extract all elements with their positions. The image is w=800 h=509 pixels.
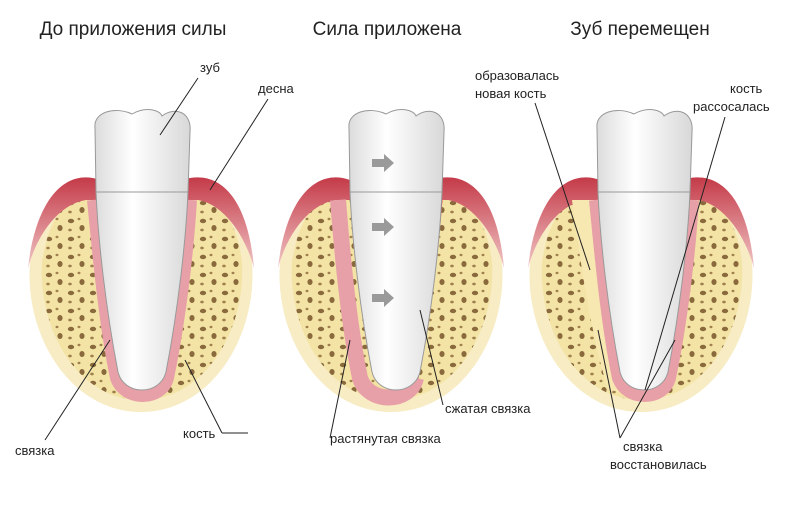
ligament-before [87, 199, 197, 402]
label-gum: десна [258, 81, 294, 96]
label-new-bone-1: образовалась [475, 68, 559, 83]
title-before: До приложения силы [40, 19, 227, 40]
label-tooth: зуб [200, 60, 220, 75]
label-bone: кость [183, 426, 216, 441]
label-resorbed-2: рассосалась [693, 99, 770, 114]
title-moved: Зуб перемещен [570, 19, 709, 40]
label-stretched-ligament: растянутая связка [330, 431, 442, 446]
panel-before: До приложения силы зуб десна связка кост… [15, 19, 294, 458]
panel-moved: Зуб перемещен образовалась новая кость к… [475, 19, 770, 472]
label-restored-2: восстановилась [610, 457, 707, 472]
panel-applied: Сила приложена растянутая связка сжатая … [278, 19, 531, 446]
restored-ligament [589, 199, 699, 402]
title-applied: Сила приложена [313, 19, 462, 40]
label-new-bone-2: новая кость [475, 86, 547, 101]
stretched-ligament [330, 199, 424, 406]
label-compressed-ligament: сжатая связка [445, 401, 531, 416]
label-resorbed-1: кость [730, 81, 763, 96]
label-restored-1: связка [623, 439, 663, 454]
label-ligament: связка [15, 443, 55, 458]
